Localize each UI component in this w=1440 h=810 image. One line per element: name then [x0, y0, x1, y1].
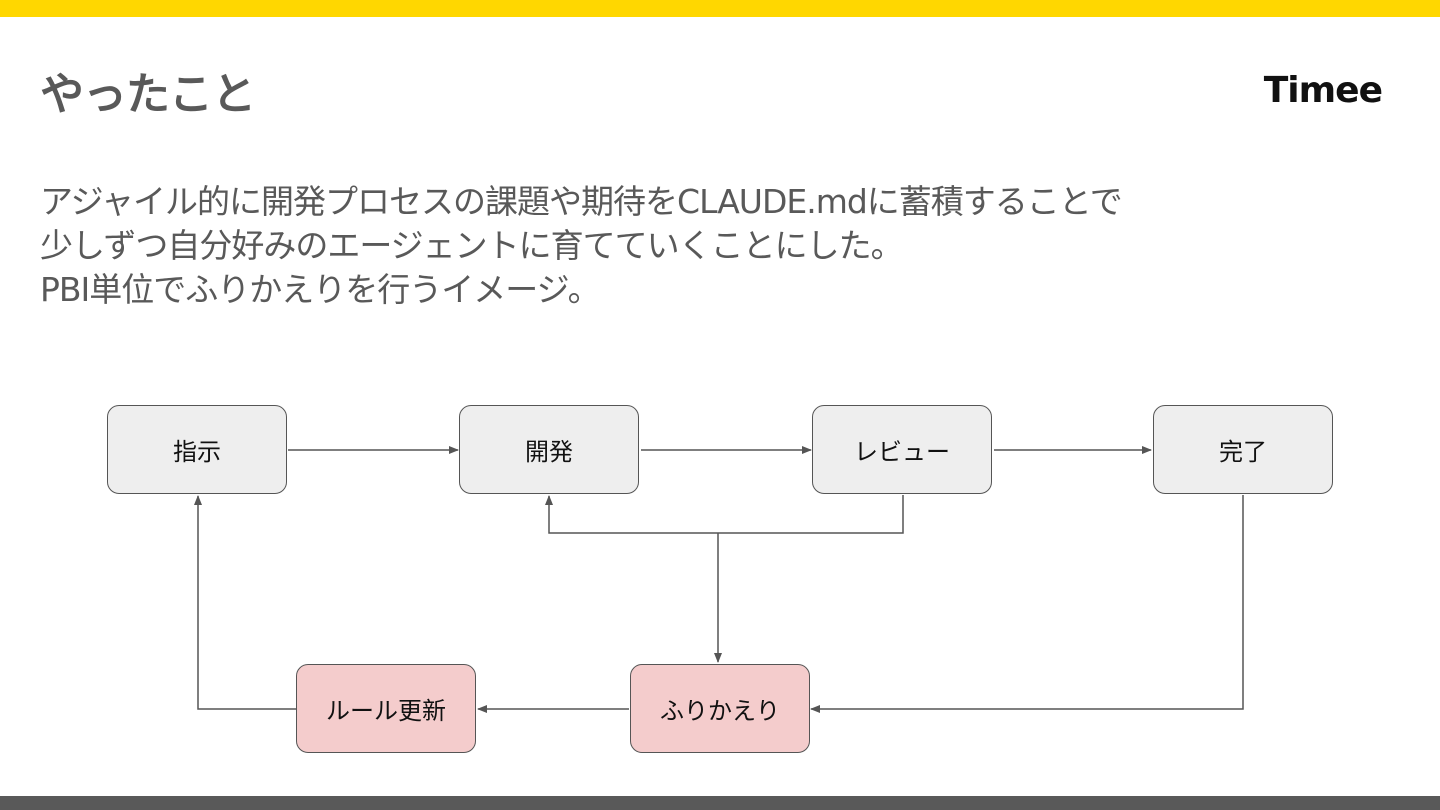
node-done: 完了: [1153, 405, 1333, 494]
body-line-2: 少しずつ自分好みのエージェントに育てていくことにした。: [40, 226, 904, 265]
node-instruct: 指示: [107, 405, 287, 494]
bottom-footer-bar: [0, 796, 1440, 810]
timee-logo: Timee: [1263, 70, 1383, 111]
body-line-1: アジャイル的に開発プロセスの課題や期待をCLAUDE.mdに蓄積することで: [40, 182, 1123, 221]
page-title: やったこと: [40, 69, 256, 120]
body-text: アジャイル的に開発プロセスの課題や期待をCLAUDE.mdに蓄積することで 少し…: [40, 180, 1340, 312]
node-rule-update: ルール更新: [296, 664, 476, 753]
node-develop: 開発: [459, 405, 639, 494]
edge-done-retro: [810, 495, 1244, 713]
top-accent-bar: [0, 0, 1440, 17]
edge-rule-update-instruct: [194, 495, 296, 710]
node-review: レビュー: [812, 405, 992, 494]
edge-review-develop: [545, 495, 904, 534]
body-line-3: PBI単位でふりかえりを行うイメージ。: [40, 270, 601, 309]
node-retro: ふりかえり: [630, 664, 810, 753]
